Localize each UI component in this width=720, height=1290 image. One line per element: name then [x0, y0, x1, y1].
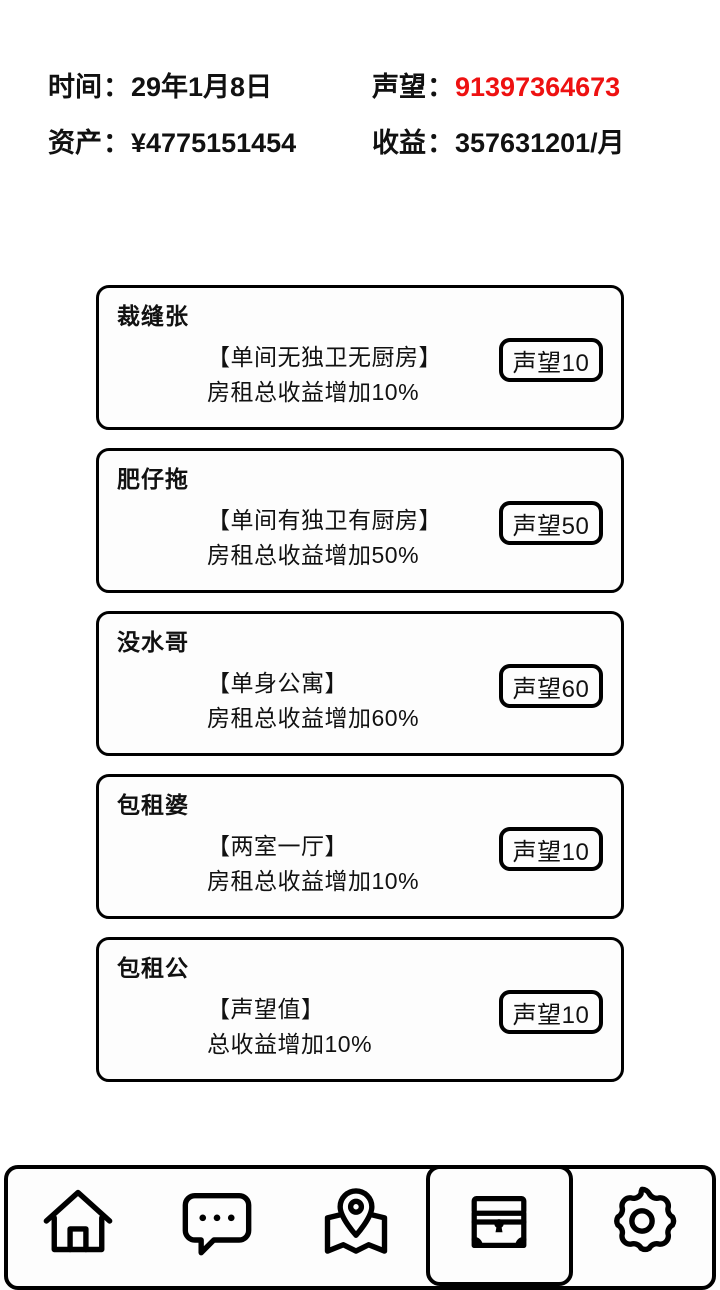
card-description: 【两室一厅】 房租总收益增加10%: [207, 829, 419, 899]
stat-row-1: 时间 ： 29年1月8日 声望 ： 91397364673: [0, 56, 720, 112]
stat-assets-separator: ：: [103, 127, 130, 158]
card-description: 【单间有独卫有厨房】 房租总收益增加50%: [207, 503, 442, 573]
stat-time-label: 时间: [48, 71, 102, 102]
stat-assets-value: ¥4775151454: [131, 127, 297, 158]
card-description-line-2: 房租总收益增加50%: [207, 542, 420, 568]
list-item[interactable]: 包租公 【声望值】 总收益增加10% 声望10: [96, 937, 624, 1082]
stat-assets-label: 资产: [48, 127, 102, 158]
nav-item-chat[interactable]: [147, 1169, 286, 1286]
nav-item-home[interactable]: [8, 1169, 147, 1286]
card-description-line-1: 【声望值】: [207, 996, 325, 1022]
stat-reputation-separator: ：: [427, 71, 454, 102]
reputation-cost-badge[interactable]: 声望10: [499, 827, 603, 871]
list-item[interactable]: 包租婆 【两室一厅】 房租总收益增加10% 声望10: [96, 774, 624, 919]
card-description-line-2: 房租总收益增加10%: [207, 379, 420, 405]
stat-time-value: 29年1月8日: [131, 71, 273, 102]
card-title: 包租婆: [117, 792, 189, 818]
card-description: 【单身公寓】 房租总收益增加60%: [207, 666, 419, 736]
card-title: 包租公: [117, 955, 189, 981]
list-item[interactable]: 裁缝张 【单间无独卫无厨房】 房租总收益增加10% 声望10: [96, 285, 624, 430]
card-description: 【单间无独卫无厨房】 房租总收益增加10%: [207, 340, 442, 410]
stat-time: 时间 ： 29年1月8日: [0, 65, 372, 104]
list-item[interactable]: 没水哥 【单身公寓】 房租总收益增加60% 声望60: [96, 611, 624, 756]
gear-icon: [604, 1183, 680, 1259]
card-description-line-1: 【两室一厅】: [207, 833, 348, 859]
nav-item-settings[interactable]: [573, 1169, 712, 1286]
stat-reputation-label: 声望: [372, 71, 426, 102]
chat-bubble-icon: [179, 1183, 255, 1259]
stat-time-separator: ：: [103, 71, 130, 102]
reputation-cost-badge[interactable]: 声望10: [499, 990, 603, 1034]
stat-income-label: 收益: [372, 127, 426, 158]
stat-assets: 资产 ： ¥4775151454: [0, 121, 372, 160]
card-title: 肥仔拖: [117, 466, 189, 492]
nav-item-inventory[interactable]: [425, 1165, 573, 1286]
stat-row-2: 资产 ： ¥4775151454 收益 ： 357631201/月: [0, 112, 720, 168]
card-description-line-2: 总收益增加10%: [207, 1031, 373, 1057]
card-description-line-1: 【单身公寓】: [207, 670, 348, 696]
header-stats: 时间 ： 29年1月8日 声望 ： 91397364673 资产 ： ¥4775…: [0, 56, 720, 168]
card-description-line-1: 【单间无独卫无厨房】: [207, 344, 442, 370]
treasure-chest-icon: [464, 1187, 534, 1257]
nav-item-map[interactable]: [286, 1169, 425, 1286]
home-icon: [40, 1183, 116, 1259]
stat-reputation: 声望 ： 91397364673: [372, 65, 720, 104]
reputation-cost-badge[interactable]: 声望50: [499, 501, 603, 545]
upgrade-card-list: 裁缝张 【单间无独卫无厨房】 房租总收益增加10% 声望10 肥仔拖 【单间有独…: [96, 285, 624, 1100]
card-description: 【声望值】 总收益增加10%: [207, 992, 372, 1062]
bottom-navigation-bar: [4, 1165, 716, 1290]
stat-income-value: 357631201/月: [455, 127, 625, 158]
reputation-cost-badge[interactable]: 声望60: [499, 664, 603, 708]
list-item[interactable]: 肥仔拖 【单间有独卫有厨房】 房租总收益增加50% 声望50: [96, 448, 624, 593]
card-title: 没水哥: [117, 629, 189, 655]
card-description-line-1: 【单间有独卫有厨房】: [207, 507, 442, 533]
reputation-cost-badge[interactable]: 声望10: [499, 338, 603, 382]
stat-income-separator: ：: [427, 127, 454, 158]
card-description-line-2: 房租总收益增加10%: [207, 868, 420, 894]
map-pin-icon: [318, 1183, 394, 1259]
card-description-line-2: 房租总收益增加60%: [207, 705, 420, 731]
card-title: 裁缝张: [117, 303, 189, 329]
stat-reputation-value: 91397364673: [455, 71, 621, 102]
stat-income: 收益 ： 357631201/月: [372, 121, 720, 160]
